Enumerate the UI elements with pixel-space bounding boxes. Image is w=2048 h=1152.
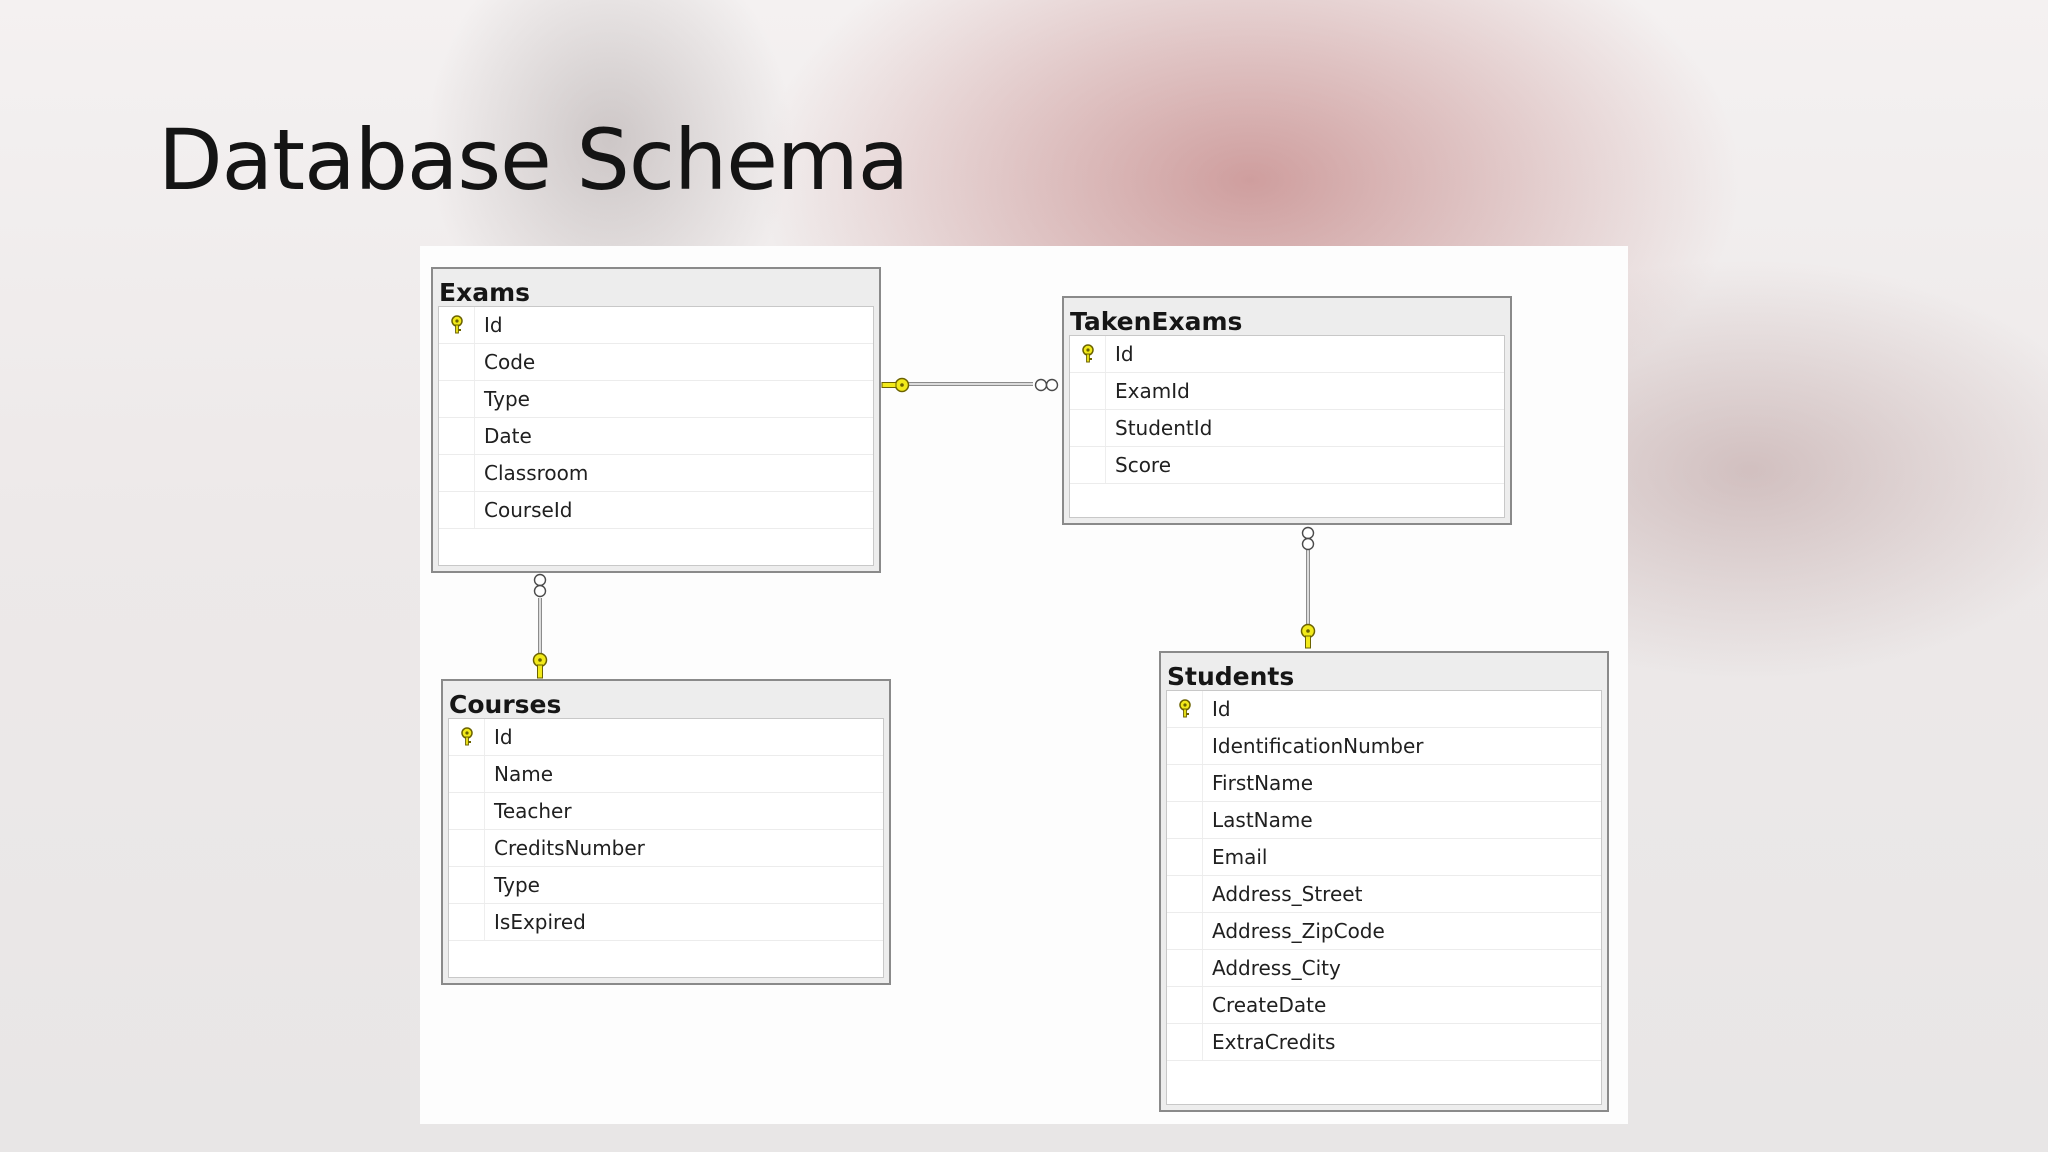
one-end-key-icon bbox=[532, 652, 548, 679]
column-name: Address_ZipCode bbox=[1212, 919, 1385, 943]
many-end-infinity-icon bbox=[1301, 526, 1315, 551]
column-name: Name bbox=[494, 762, 554, 786]
column-name: FirstName bbox=[1212, 771, 1314, 795]
column-name: ExamId bbox=[1115, 379, 1190, 403]
column-name: Id bbox=[1115, 342, 1134, 366]
column-name: CreateDate bbox=[1212, 993, 1327, 1017]
table-taken-exams[interactable]: TakenExams Id ExamId StudentId Score bbox=[1062, 296, 1512, 525]
table-courses[interactable]: Courses Id Name Teacher CreditsNumber Ty… bbox=[441, 679, 891, 985]
column-name: Score bbox=[1115, 453, 1172, 477]
column-name: Code bbox=[484, 350, 536, 374]
primary-key-icon bbox=[1167, 691, 1203, 727]
relationship-takenexams-students[interactable] bbox=[1300, 526, 1316, 649]
primary-key-icon bbox=[1070, 336, 1106, 372]
column-row[interactable]: IsExpired bbox=[449, 904, 883, 941]
column-name: ExtraCredits bbox=[1212, 1030, 1336, 1054]
column-row[interactable]: CourseId bbox=[439, 492, 873, 529]
table-students[interactable]: Students Id IdentificationNumber FirstNa… bbox=[1159, 651, 1609, 1112]
column-row[interactable]: CreateDate bbox=[1167, 987, 1601, 1024]
table-courses-title: Courses bbox=[449, 690, 562, 719]
column-row[interactable]: StudentId bbox=[1070, 410, 1504, 447]
column-row[interactable]: Address_City bbox=[1167, 950, 1601, 987]
table-courses-columns: Id Name Teacher CreditsNumber Type IsExp… bbox=[448, 718, 884, 978]
column-row[interactable]: Id bbox=[1167, 691, 1601, 728]
many-end-infinity-icon bbox=[533, 573, 547, 598]
column-name: Id bbox=[1212, 697, 1231, 721]
one-end-key-icon bbox=[1300, 623, 1316, 649]
column-name: Id bbox=[494, 725, 513, 749]
column-name: Id bbox=[484, 313, 503, 337]
column-name: Classroom bbox=[484, 461, 589, 485]
column-row[interactable]: Code bbox=[439, 344, 873, 381]
column-row[interactable]: LastName bbox=[1167, 802, 1601, 839]
column-row[interactable]: Id bbox=[1070, 336, 1504, 373]
column-row[interactable]: Address_ZipCode bbox=[1167, 913, 1601, 950]
column-name: Email bbox=[1212, 845, 1268, 869]
column-name: IdentificationNumber bbox=[1212, 734, 1424, 758]
column-name: Type bbox=[494, 873, 540, 897]
table-students-title: Students bbox=[1167, 662, 1295, 691]
column-name: Type bbox=[484, 387, 530, 411]
column-row[interactable]: Email bbox=[1167, 839, 1601, 876]
table-students-columns: Id IdentificationNumber FirstName LastNa… bbox=[1166, 690, 1602, 1105]
column-row[interactable]: Name bbox=[449, 756, 883, 793]
one-end-key-icon bbox=[881, 377, 910, 393]
relationship-exams-courses[interactable] bbox=[532, 573, 548, 679]
column-name: StudentId bbox=[1115, 416, 1213, 440]
table-taken-exams-columns: Id ExamId StudentId Score bbox=[1069, 335, 1505, 518]
column-row[interactable]: Id bbox=[449, 719, 883, 756]
column-row[interactable]: Score bbox=[1070, 447, 1504, 484]
column-name: CourseId bbox=[484, 498, 573, 522]
column-row[interactable]: Id bbox=[439, 307, 873, 344]
table-exams-columns: Id Code Type Date Classroom CourseId bbox=[438, 306, 874, 566]
primary-key-icon bbox=[449, 719, 485, 755]
column-name: IsExpired bbox=[494, 910, 586, 934]
column-row[interactable]: FirstName bbox=[1167, 765, 1601, 802]
table-taken-exams-title: TakenExams bbox=[1070, 307, 1243, 336]
column-name: LastName bbox=[1212, 808, 1313, 832]
column-row[interactable]: CreditsNumber bbox=[449, 830, 883, 867]
column-name: Teacher bbox=[494, 799, 572, 823]
table-exams-title: Exams bbox=[439, 278, 531, 307]
column-name: Address_City bbox=[1212, 956, 1341, 980]
column-row[interactable]: Date bbox=[439, 418, 873, 455]
column-row[interactable]: Teacher bbox=[449, 793, 883, 830]
table-exams[interactable]: Exams Id Code Type Date Classroom Course… bbox=[431, 267, 881, 573]
relationship-exams-takenexams[interactable] bbox=[881, 377, 1059, 393]
column-row[interactable]: ExtraCredits bbox=[1167, 1024, 1601, 1061]
column-row[interactable]: IdentificationNumber bbox=[1167, 728, 1601, 765]
column-name: Date bbox=[484, 424, 532, 448]
primary-key-icon bbox=[439, 307, 475, 343]
column-name: Address_Street bbox=[1212, 882, 1363, 906]
column-row[interactable]: Address_Street bbox=[1167, 876, 1601, 913]
slide-title: Database Schema bbox=[158, 111, 909, 209]
column-row[interactable]: ExamId bbox=[1070, 373, 1504, 410]
column-row[interactable]: Type bbox=[449, 867, 883, 904]
column-row[interactable]: Classroom bbox=[439, 455, 873, 492]
many-end-infinity-icon bbox=[1034, 378, 1059, 392]
column-row[interactable]: Type bbox=[439, 381, 873, 418]
column-name: CreditsNumber bbox=[494, 836, 645, 860]
